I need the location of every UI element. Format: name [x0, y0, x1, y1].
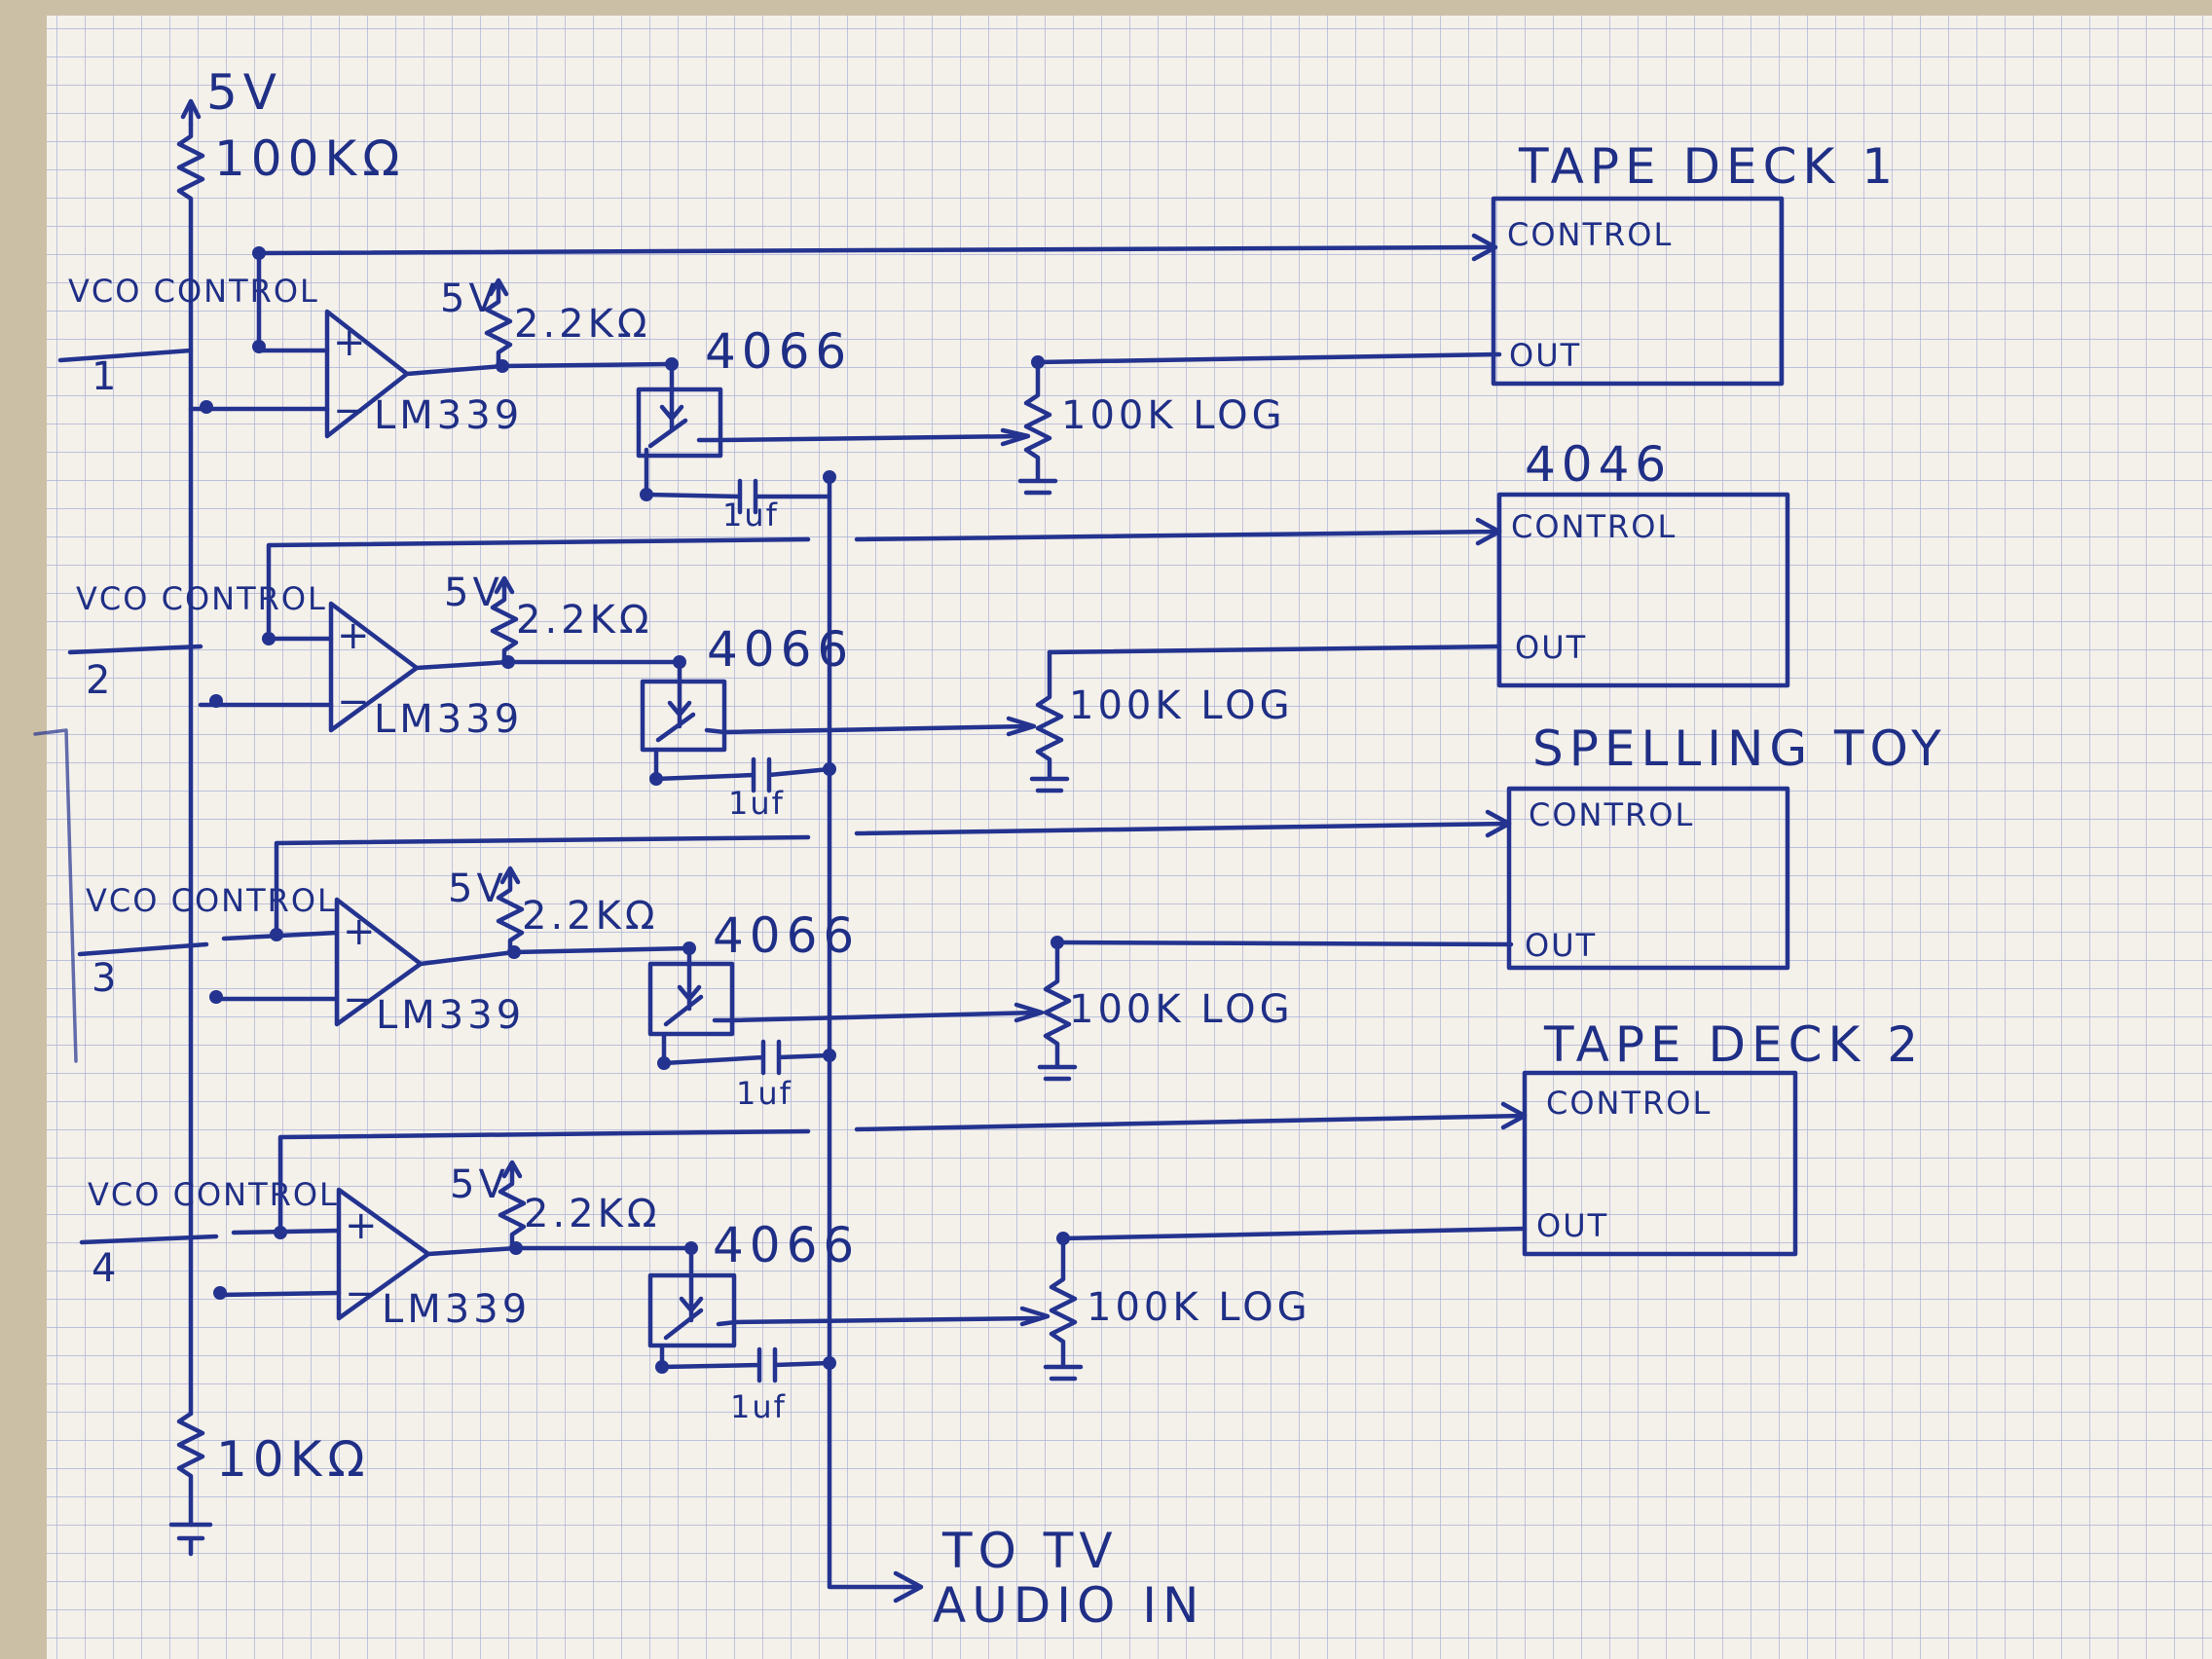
- vco-label-2: VCO CONTROL: [76, 580, 327, 617]
- cap-label-4: 1uf: [730, 1388, 787, 1425]
- pullup-supply-1: 5V: [440, 276, 499, 321]
- pullup-label-2: 2.2KΩ: [516, 598, 652, 643]
- channel-4: VCO CONTROL 4 + − LM339 5V 2.2KΩ 4066 1u…: [79, 1016, 1924, 1425]
- vco-number-1: 1: [92, 354, 120, 399]
- out-label-2: OUT: [1515, 629, 1587, 666]
- pullup-label-1: 2.2KΩ: [514, 302, 650, 347]
- device-box-1: [1491, 196, 1785, 387]
- pullup-supply-3: 5V: [448, 866, 507, 911]
- opamp-plus-1: +: [333, 320, 370, 365]
- opamp-minus-4: −: [345, 1272, 382, 1316]
- out-label-3: OUT: [1525, 927, 1597, 964]
- device-label-3: SPELLING TOY: [1532, 720, 1947, 777]
- vco-number-4: 4: [92, 1246, 120, 1291]
- cap-label-1: 1uf: [722, 497, 779, 534]
- opamp-minus-1: −: [333, 388, 370, 433]
- device-box-3: [1506, 786, 1790, 971]
- device-box-2: [1496, 492, 1790, 688]
- out-label-1: OUT: [1509, 337, 1581, 374]
- output-bus: TO TV AUDIO IN: [827, 472, 1204, 1634]
- pullup-label-3: 2.2KΩ: [522, 894, 658, 939]
- opamp-plus-3: +: [343, 909, 380, 954]
- pullup-label-4: 2.2KΩ: [524, 1192, 660, 1236]
- opamp-minus-3: −: [343, 977, 380, 1022]
- pot-label-4: 100K LOG: [1087, 1285, 1311, 1330]
- pullup-supply-4: 5V: [450, 1162, 509, 1207]
- switch-label-4: 4066: [713, 1217, 860, 1273]
- vco-label-1: VCO CONTROL: [68, 273, 319, 310]
- control-label-1: CONTROL: [1507, 216, 1673, 253]
- channel-2: VCO CONTROL 2 + − LM339 5V 2.2KΩ 4066 1u…: [67, 436, 1790, 822]
- supply-ladder: 5V 100KΩ 10KΩ: [168, 64, 405, 1557]
- comparator-label-1: LM339: [374, 393, 523, 438]
- comparator-label-2: LM339: [374, 697, 523, 742]
- device-box-4: [1522, 1070, 1798, 1257]
- switch-label-2: 4066: [707, 621, 854, 678]
- vco-number-2: 2: [86, 658, 114, 703]
- control-label-4: CONTROL: [1546, 1085, 1712, 1122]
- switch-label-1: 4066: [705, 323, 852, 380]
- switch-label-3: 4066: [713, 907, 860, 964]
- vco-label-3: VCO CONTROL: [86, 882, 337, 919]
- output-label-line2: AUDIO IN: [933, 1577, 1204, 1634]
- out-label-4: OUT: [1536, 1207, 1608, 1244]
- output-label-line1: TO TV: [941, 1523, 1119, 1579]
- opamp-minus-2: −: [337, 680, 374, 724]
- opamp-plus-4: +: [345, 1203, 382, 1248]
- device-label-1: TAPE DECK 1: [1518, 138, 1899, 195]
- pot-label-3: 100K LOG: [1069, 987, 1294, 1032]
- control-label-2: CONTROL: [1511, 508, 1677, 545]
- cap-label-2: 1uf: [728, 785, 785, 822]
- vco-label-4: VCO CONTROL: [88, 1176, 339, 1213]
- comparator-label-4: LM339: [382, 1287, 531, 1332]
- channel-1: VCO CONTROL 1 + − LM339 5V 2.2KΩ 4066 1u…: [57, 138, 1899, 534]
- opamp-plus-2: +: [337, 613, 374, 658]
- channel-3: VCO CONTROL 3 + − LM339 5V 2.2KΩ 4066 1u…: [77, 720, 1947, 1112]
- control-label-3: CONTROL: [1529, 796, 1694, 833]
- pot-label-2: 100K LOG: [1069, 683, 1294, 728]
- vcc-label: 5V: [206, 64, 282, 121]
- second-page-edge: [33, 728, 78, 1063]
- device-label-2: 4046: [1525, 436, 1672, 493]
- comparator-label-3: LM339: [376, 993, 525, 1038]
- top-resistor-label: 100KΩ: [214, 130, 405, 187]
- pot-label-1: 100K LOG: [1061, 393, 1286, 438]
- cap-label-3: 1uf: [736, 1075, 793, 1112]
- pullup-supply-2: 5V: [444, 571, 503, 615]
- device-label-4: TAPE DECK 2: [1543, 1016, 1924, 1073]
- vco-number-3: 3: [92, 956, 120, 1001]
- paper-grid: [47, 16, 2212, 1659]
- bottom-resistor-label: 10KΩ: [216, 1431, 371, 1488]
